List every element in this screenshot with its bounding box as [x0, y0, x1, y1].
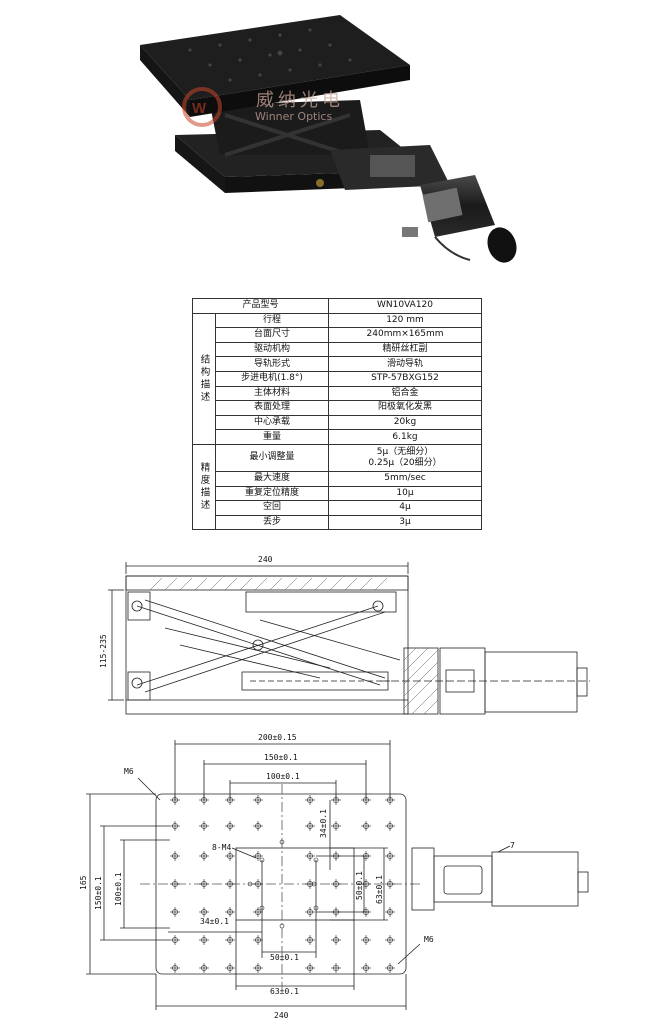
- dim-100-vertical: 100±0.1: [114, 872, 123, 906]
- param-name: 重复定位精度: [215, 485, 329, 502]
- watermark-cn: 威纳光电: [256, 90, 344, 111]
- param-value: 20kg: [328, 414, 482, 431]
- dim-200: 200±0.15: [258, 733, 297, 742]
- param-value-line: 0.25μ（20细分）: [368, 457, 442, 468]
- m6-label-bottom: M6: [424, 935, 434, 944]
- param-name: 重量: [215, 429, 329, 445]
- param-name: 表面处理: [215, 400, 329, 416]
- param-value: 铝合金: [328, 385, 482, 402]
- table-row: 步进电机(1.8°)STP-57BXG152: [193, 370, 482, 387]
- dim-150: 150±0.1: [264, 753, 298, 762]
- param-value: 3μ: [328, 514, 482, 531]
- dim-63-vertical: 63±0.1: [375, 875, 384, 904]
- table-header-row: 产品型号 WN10VA120: [192, 298, 482, 314]
- dim-165: 165: [79, 875, 88, 890]
- top-view: [86, 740, 589, 1010]
- param-value-line: 5μ（无细分）: [376, 446, 434, 457]
- param-value: STP-57BXG152: [328, 370, 482, 387]
- param-name: 最大速度: [215, 470, 329, 487]
- param-name: 驱动机构: [215, 341, 329, 358]
- m4-hole: [279, 923, 285, 929]
- param-value: 6.1kg: [328, 429, 482, 445]
- dim-34-vertical: 34±0.1: [319, 809, 328, 838]
- mounting-holes: [170, 795, 395, 973]
- param-name: 空回: [215, 500, 329, 516]
- side-view: [108, 562, 590, 715]
- param-value: 4μ: [328, 500, 482, 516]
- svg-text:W: W: [192, 100, 207, 117]
- param-value: 5μ（无细分）0.25μ（20细分）: [328, 443, 482, 472]
- param-value: 精研丝杠副: [328, 341, 482, 358]
- product-photo: W: [140, 15, 517, 263]
- technical-drawing: 240 115-235 200±0.15 150±0.1 100±0.1 34±…: [79, 555, 590, 1020]
- param-name: 导轨形式: [215, 356, 329, 372]
- model-value: WN10VA120: [328, 298, 482, 314]
- m4-hole: [313, 905, 319, 911]
- m4-hole: [247, 881, 253, 887]
- dim-150-vertical: 150±0.1: [94, 876, 103, 910]
- dim-8-m4: 8-M4: [212, 843, 231, 852]
- watermark-en: Winner Optics: [255, 110, 333, 123]
- table-row: 表面处理阳极氧化发黑: [193, 400, 482, 416]
- m4-hole: [259, 857, 265, 863]
- dim-50-vertical: 50±0.1: [355, 871, 364, 900]
- param-name: 最小调整量: [215, 443, 329, 472]
- m4-hole: [259, 905, 265, 911]
- param-name: 主体材料: [215, 385, 329, 402]
- param-name: 台面尺寸: [215, 327, 329, 343]
- param-name: 丢步: [215, 514, 329, 531]
- table-row: 导轨形式滑动导轨: [193, 356, 482, 372]
- m4-hole: [279, 839, 285, 845]
- dim-240: 240: [274, 1011, 289, 1020]
- table-row: 主体材料铝合金: [193, 385, 482, 402]
- param-value: 滑动导轨: [328, 356, 482, 372]
- side-height-dim: 115-235: [99, 634, 108, 668]
- model-label: 产品型号: [192, 298, 329, 314]
- param-value: 10μ: [328, 485, 482, 502]
- dim-50-horizontal: 50±0.1: [270, 953, 299, 962]
- table-row: 驱动机构精研丝杠副: [193, 341, 482, 358]
- side-width-dim: 240: [258, 555, 273, 564]
- param-value: 240mm×165mm: [328, 327, 482, 343]
- m4-hole: [313, 857, 319, 863]
- param-name: 中心承载: [215, 414, 329, 431]
- dim-34-horizontal: 34±0.1: [200, 917, 229, 926]
- param-name: 行程: [215, 312, 329, 329]
- m4-hole: [311, 881, 317, 887]
- dim-63-horizontal: 63±0.1: [270, 987, 299, 996]
- param-name: 步进电机(1.8°): [215, 370, 329, 387]
- group-label: 结构描述: [192, 312, 216, 445]
- dim-7: 7: [510, 841, 515, 850]
- param-value: 阳极氧化发黑: [328, 400, 482, 416]
- m6-label-top: M6: [124, 767, 134, 776]
- param-value: 120 mm: [328, 312, 482, 329]
- dim-100: 100±0.1: [266, 772, 300, 781]
- group-label: 精度描述: [192, 443, 216, 531]
- param-value: 5mm/sec: [328, 470, 482, 487]
- watermark-logo: W: [182, 87, 222, 127]
